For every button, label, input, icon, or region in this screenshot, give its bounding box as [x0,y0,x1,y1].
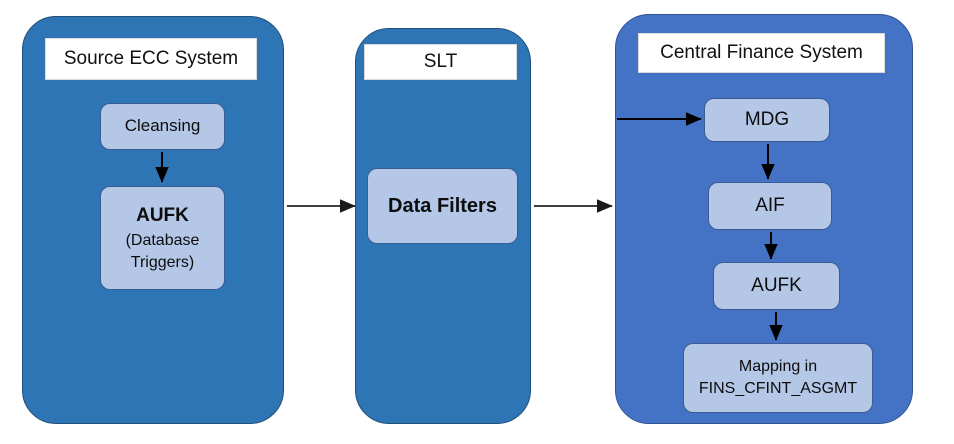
node-mdg-label: MDG [744,109,790,131]
node-cleansing: Cleansing [100,103,225,150]
node-aif-label: AIF [755,195,785,217]
node-mapping-fins-cfint-asgmt: Mapping in FINS_CFINT_ASGMT [683,343,873,413]
node-aufk-source-line1: AUFK [136,204,189,226]
node-mapping-line2: FINS_CFINT_ASGMT [698,380,858,397]
panel-header-slt: SLT [364,44,517,80]
panel-header-central-finance-system: Central Finance System [638,33,885,73]
node-aufk-central-finance-label: AUFK [751,275,802,297]
panel-header-source-ecc-system: Source ECC System [45,38,257,80]
node-aif: AIF [708,182,832,230]
node-cleansing-label: Cleansing [124,116,201,136]
node-aufk-source-line2: (Database [125,232,200,250]
node-mdg: MDG [704,98,830,142]
node-aufk-source-line3: Triggers) [130,253,195,271]
node-aufk-source: AUFK (Database Triggers) [100,186,225,290]
node-data-filters-label: Data Filters [388,194,497,217]
node-data-filters: Data Filters [367,168,518,244]
node-mapping-line1: Mapping in [738,358,818,376]
node-aufk-central-finance: AUFK [713,262,840,310]
